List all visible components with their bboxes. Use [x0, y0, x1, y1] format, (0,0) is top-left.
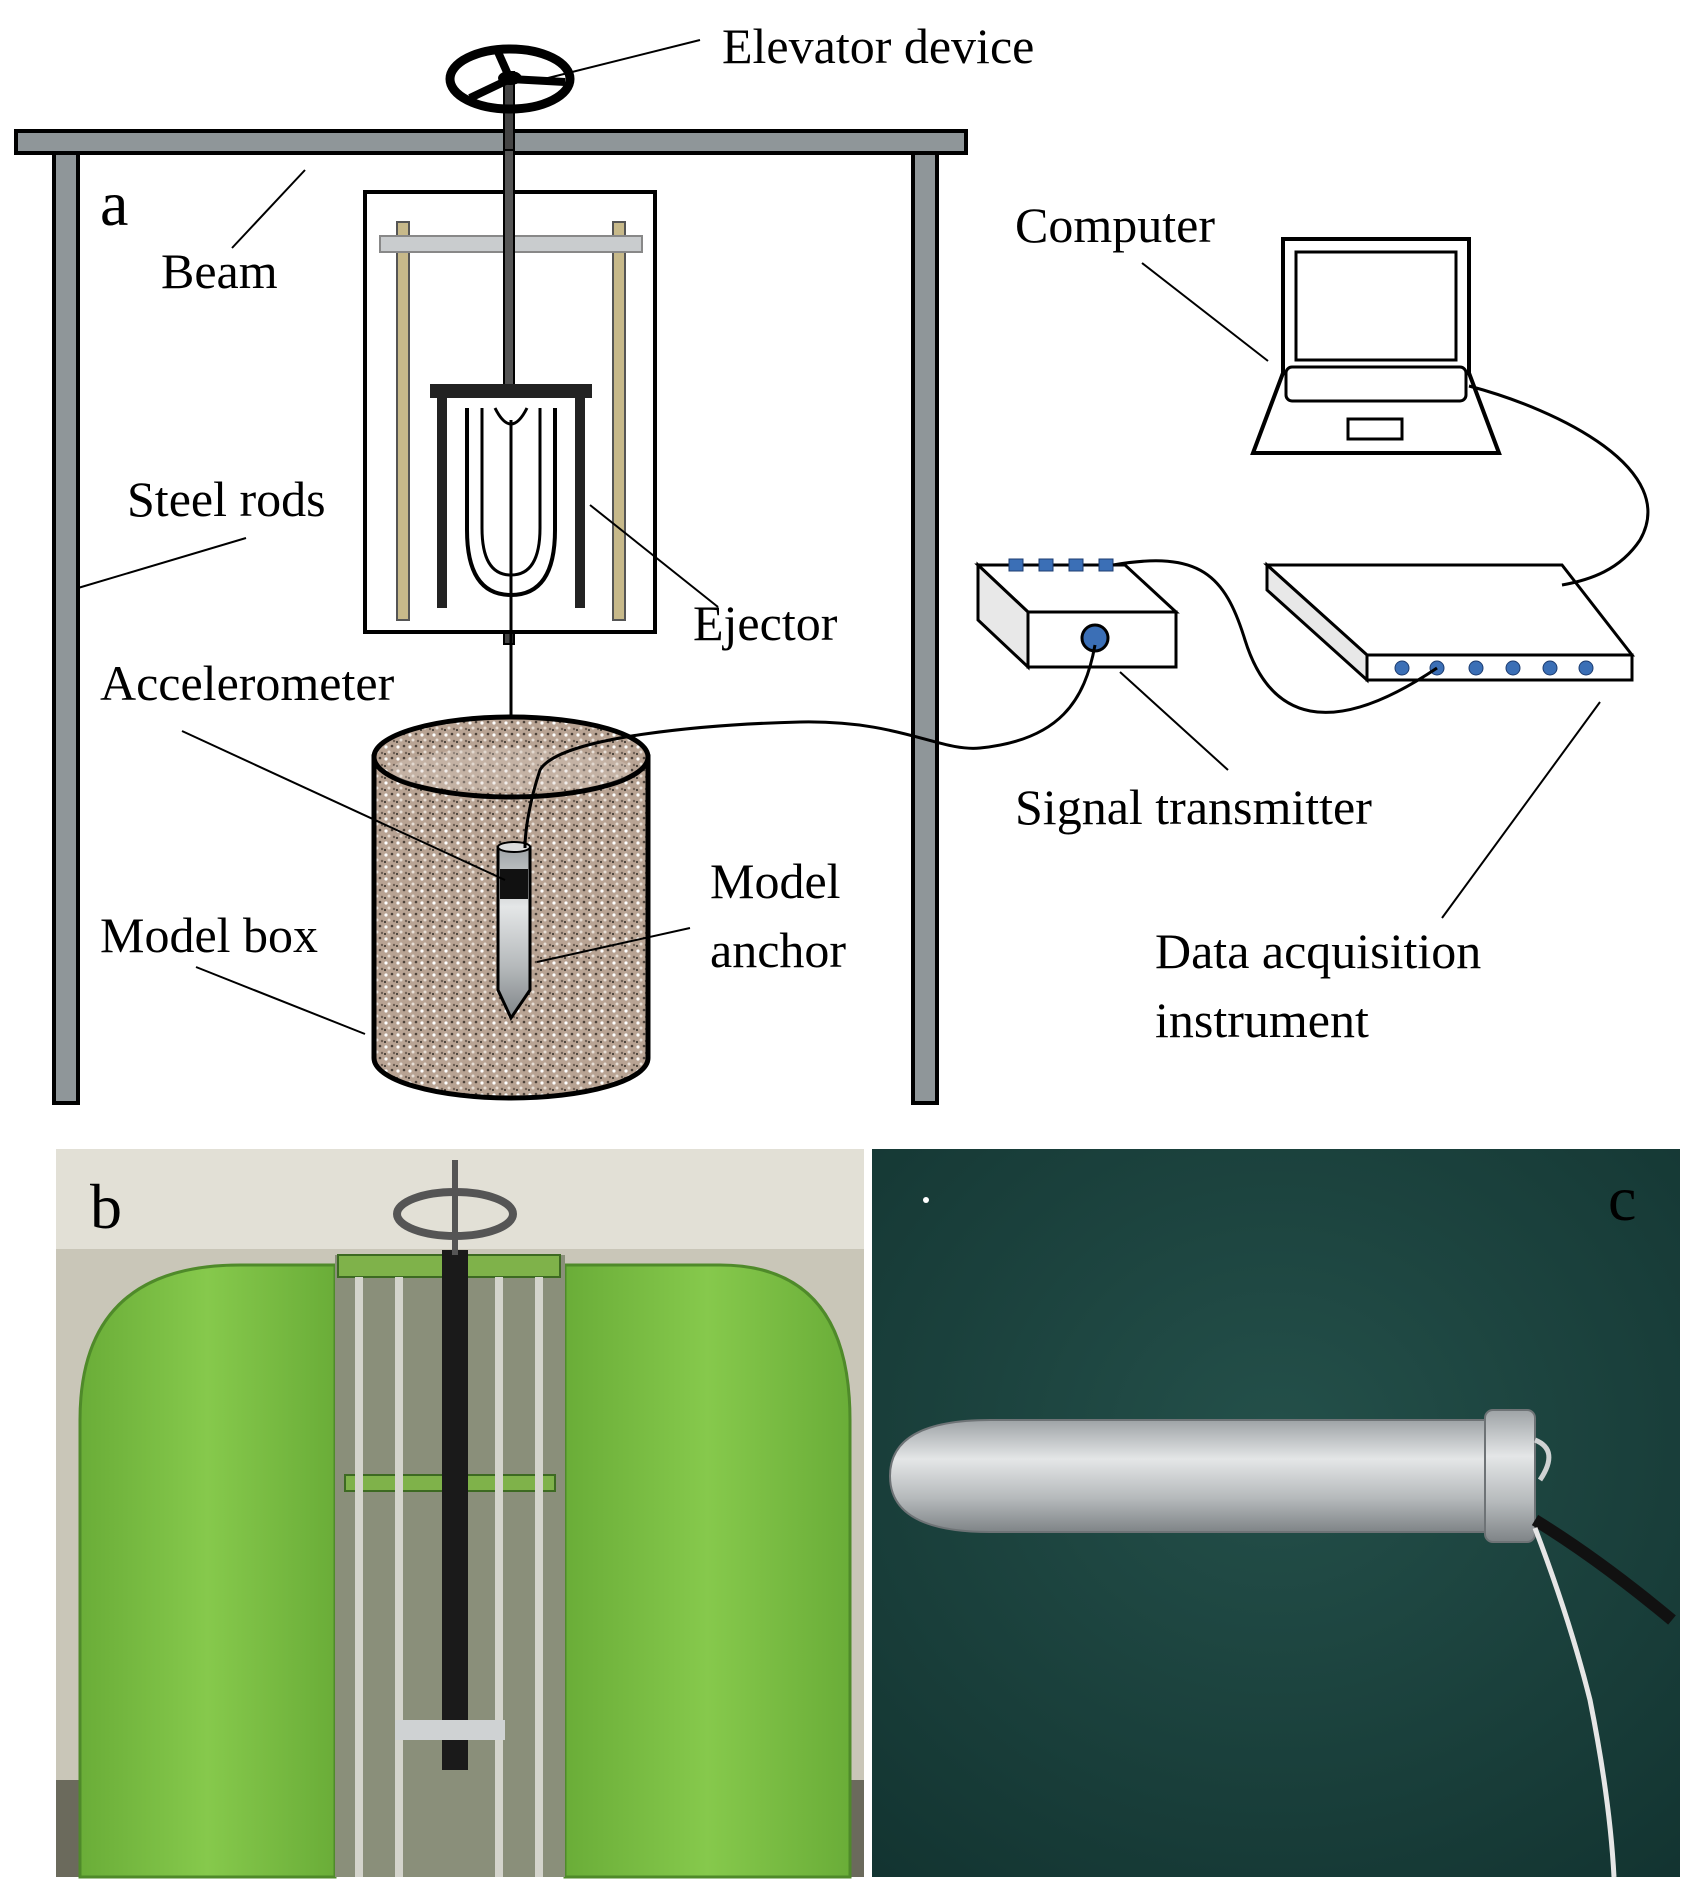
- loading-frame: [14, 129, 968, 1105]
- label-data-acquisition-line1: Data acquisition: [1155, 923, 1481, 979]
- panel-c-photo: c: [872, 1149, 1680, 1878]
- panel-label-b: b: [90, 1171, 122, 1242]
- panel-a-schematic: a: [14, 18, 1650, 1105]
- frame-leg-right: [911, 151, 939, 1105]
- photo-b-screw: [442, 1250, 468, 1770]
- label-signal-transmitter: Signal transmitter: [1015, 779, 1372, 835]
- label-beam: Beam: [161, 243, 278, 299]
- elevator-wheel: [445, 44, 575, 114]
- label-computer: Computer: [1015, 197, 1215, 253]
- computer-laptop: [1250, 237, 1502, 455]
- label-steel-rods: Steel rods: [127, 471, 326, 527]
- signal-cables: [523, 384, 1650, 849]
- laptop-screen: [1294, 250, 1458, 362]
- panel-label-c: c: [1608, 1163, 1636, 1234]
- accelerometer-sensor: [500, 869, 528, 899]
- schematic-labels: Elevator device Beam Computer Steel rods…: [100, 18, 1481, 1048]
- green-shield-left: [78, 1263, 337, 1879]
- frame-leg-left: [52, 151, 80, 1105]
- label-model-anchor-line2: anchor: [710, 922, 846, 978]
- green-shield-right: [563, 1263, 852, 1879]
- steel-rod-left: [396, 221, 410, 621]
- ejector-top-plate: [430, 384, 592, 398]
- ejector-assembly: [363, 149, 657, 856]
- signal-transmitter-device: [974, 558, 1180, 671]
- panel-label-a: a: [100, 168, 128, 239]
- label-model-anchor-line1: Model: [710, 853, 841, 909]
- label-elevator-device: Elevator device: [722, 18, 1034, 74]
- label-ejector: Ejector: [693, 595, 838, 651]
- label-accelerometer: Accelerometer: [100, 655, 395, 711]
- data-acquisition-device: [1263, 561, 1636, 684]
- laptop-keyboard: [1284, 365, 1468, 403]
- laptop-touchpad: [1346, 417, 1404, 441]
- photo-c-white-cable: [1532, 1527, 1617, 1878]
- photo-c-anchor: [888, 1419, 1523, 1533]
- steel-rod-right: [612, 221, 626, 621]
- beam: [14, 129, 968, 155]
- label-data-acquisition-line2: instrument: [1155, 992, 1369, 1048]
- panel-b-photo: b: [56, 1149, 864, 1879]
- leader-lines: [77, 39, 1601, 1035]
- model-anchor: [496, 841, 532, 1022]
- photo-c-black-cable: [1531, 1514, 1676, 1625]
- label-model-box: Model box: [100, 907, 318, 963]
